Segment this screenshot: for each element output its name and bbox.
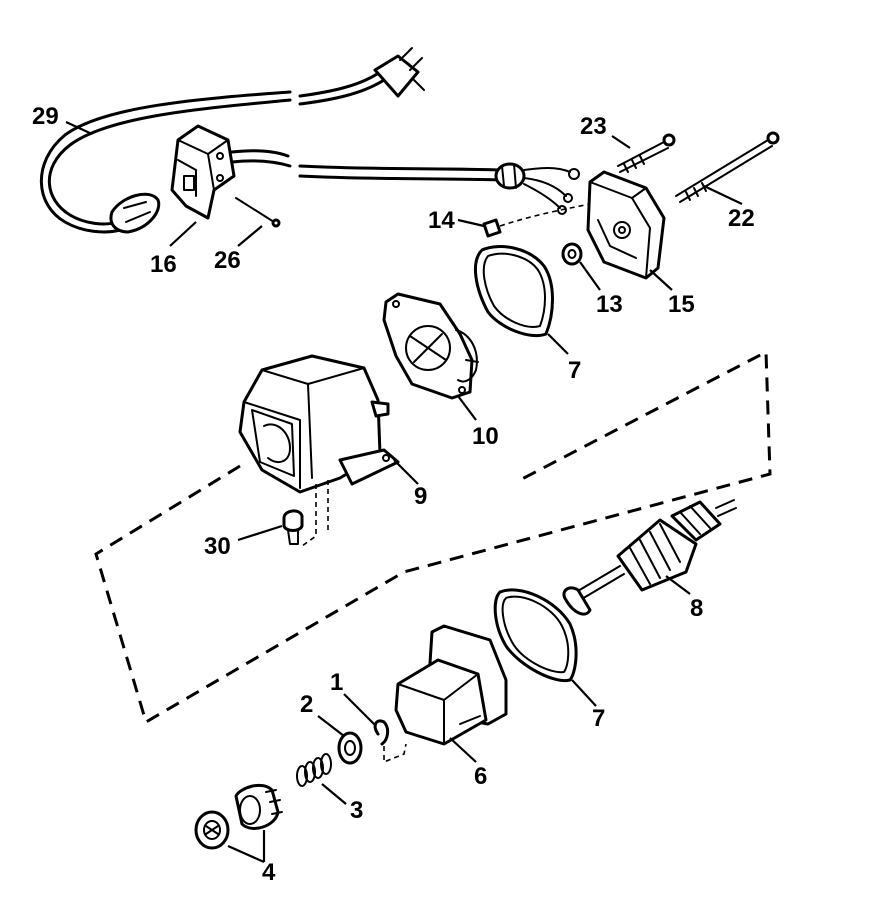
motor-lead-wires: [523, 167, 580, 215]
callout-10: 10: [472, 423, 499, 450]
screw-30: [282, 509, 304, 545]
switch-cable: [230, 149, 502, 182]
cable-grommet: [494, 162, 526, 190]
callout-6: 6: [474, 763, 487, 790]
stop-washer: [337, 731, 363, 765]
thru-bolt-23: [617, 133, 676, 173]
callout-30: 30: [204, 533, 231, 560]
callout-1: 1: [330, 669, 343, 696]
callout-7-lower: 7: [592, 705, 605, 732]
callout-16: 16: [150, 251, 177, 278]
callout-23: 23: [580, 113, 607, 140]
washer-13: [561, 242, 583, 266]
callout-7-upper: 7: [568, 357, 581, 384]
assembly-boundary: [94, 349, 772, 725]
drive-collar: [194, 810, 230, 850]
screw-26: [235, 197, 281, 228]
gasket-lower: [493, 588, 578, 683]
anti-drift-spring: [296, 753, 332, 787]
drive-end-housing: [394, 624, 508, 746]
retaining-ring: [373, 719, 390, 746]
callout-9: 9: [414, 483, 427, 510]
callout-29: 29: [32, 103, 59, 130]
switch-box: [170, 124, 236, 220]
brush-plate: [382, 292, 479, 400]
callout-13: 13: [596, 291, 623, 318]
power-cord: [39, 70, 386, 234]
callout-26: 26: [214, 247, 241, 274]
callout-2: 2: [300, 691, 313, 718]
end-cap: [586, 170, 666, 280]
power-plug: [373, 47, 425, 98]
frame-housing: [238, 354, 400, 547]
callout-15: 15: [668, 291, 695, 318]
gasket-upper: [474, 245, 554, 337]
thru-bolt-22: [675, 131, 780, 203]
cord-connector-plug: [109, 192, 161, 234]
callout-14: 14: [428, 207, 455, 234]
screw-14: [482, 203, 591, 238]
armature: [562, 499, 737, 616]
callout-4: 4: [262, 859, 276, 886]
callout-3: 3: [350, 797, 363, 824]
ring-dash-guide: [383, 743, 407, 764]
callout-8: 8: [690, 595, 703, 622]
leader-lines: [65, 121, 743, 864]
drive-pinion: [234, 783, 283, 830]
callout-22: 22: [728, 205, 755, 232]
